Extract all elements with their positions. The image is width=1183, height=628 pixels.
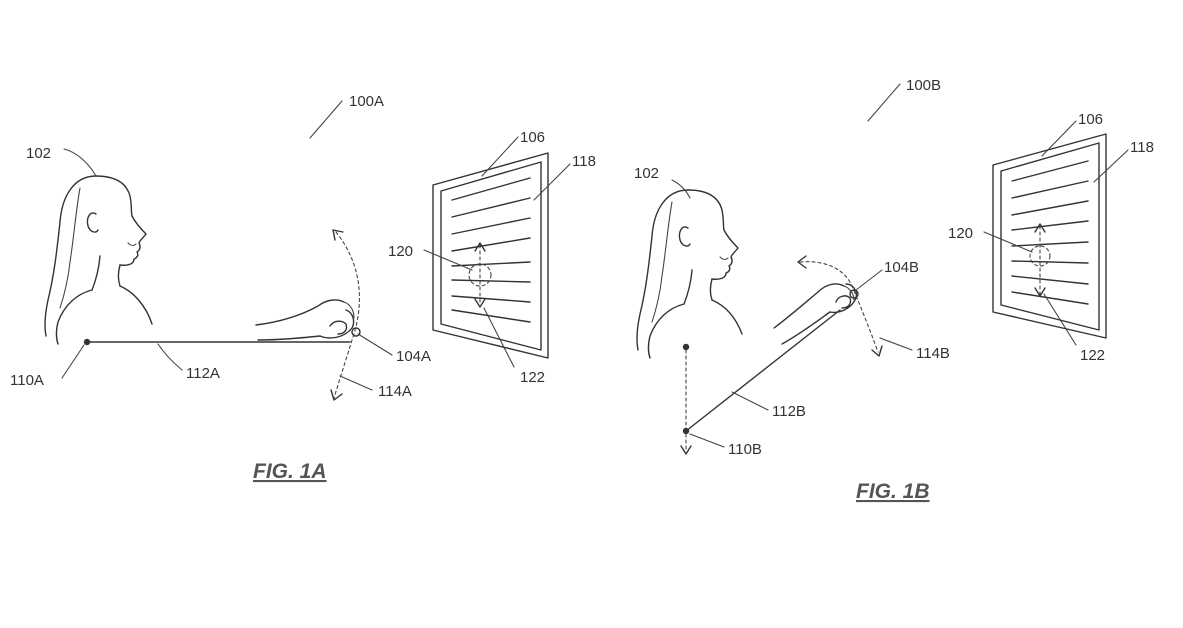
label-114b: 114B xyxy=(916,345,950,362)
person-figure-1b xyxy=(636,189,743,359)
leader-106-1a xyxy=(481,136,519,177)
label-112a: 112A xyxy=(186,365,220,382)
pinch-point-1b xyxy=(849,289,859,299)
motion-arrow-top-1b xyxy=(797,255,807,269)
figure-1b: 100B 102 106 118 120 104B 114B 112B 110B… xyxy=(634,77,1154,503)
label-110a: 110A xyxy=(10,372,44,389)
scroll-up-arrow-1b xyxy=(1034,223,1046,233)
shoulder-point-1b xyxy=(682,343,690,351)
leader-102-1a xyxy=(63,148,97,177)
person-figure-1a xyxy=(44,175,153,345)
label-112b: 112B xyxy=(772,403,806,420)
motion-arrow-top-1a xyxy=(332,229,344,241)
vertical-arrow-1b xyxy=(680,445,692,455)
leader-120-1a xyxy=(423,249,473,271)
label-122-1b: 122 xyxy=(1080,347,1105,364)
ray-line-1b xyxy=(685,309,841,432)
leader-114a xyxy=(339,375,373,391)
leader-118-1b xyxy=(1093,149,1129,183)
label-100a: 100A xyxy=(349,93,384,110)
label-122-1a: 122 xyxy=(520,369,545,386)
leader-110b xyxy=(689,433,725,448)
leader-114b xyxy=(879,337,913,351)
leader-112a xyxy=(157,343,183,371)
caption-fig-1a: FIG. 1A xyxy=(253,460,327,483)
arm-hand-1a xyxy=(255,299,355,341)
caption-fig-1b: FIG. 1B xyxy=(856,480,930,503)
label-104b: 104B xyxy=(884,259,919,276)
label-106-1a: 106 xyxy=(520,129,545,146)
label-102-1a: 102 xyxy=(26,145,51,162)
cursor-1b xyxy=(1029,245,1051,267)
motion-arrow-bottom-1b xyxy=(871,345,883,357)
motion-arc-1a xyxy=(333,231,360,399)
leader-100a xyxy=(309,100,343,139)
display-panel-1b xyxy=(992,133,1107,339)
label-104a: 104A xyxy=(396,348,431,365)
leader-104b xyxy=(855,269,883,291)
label-118-1a: 118 xyxy=(572,153,596,170)
label-118-1b: 118 xyxy=(1130,139,1154,156)
label-102-1b: 102 xyxy=(634,165,659,182)
motion-arrow-bottom-1a xyxy=(330,389,343,401)
leader-102-1b xyxy=(671,179,691,199)
motion-arc-1b xyxy=(799,261,879,353)
label-100b: 100B xyxy=(906,77,941,94)
figure-1a: 100A 102 106 118 120 104A 110A 112A 114A… xyxy=(10,93,596,483)
leader-112b xyxy=(731,391,769,411)
leader-122-1a xyxy=(483,307,515,368)
leader-104a xyxy=(357,333,393,356)
leader-118-1a xyxy=(533,163,571,201)
leader-122-1b xyxy=(1043,293,1077,346)
display-panel-1a xyxy=(432,152,549,359)
leader-110a xyxy=(61,344,85,379)
leader-120-1b xyxy=(983,231,1033,253)
leader-106-1b xyxy=(1041,120,1077,157)
label-114a: 114A xyxy=(378,383,412,400)
label-120-1a: 120 xyxy=(388,243,413,260)
label-106-1b: 106 xyxy=(1078,111,1103,128)
arm-hand-1b xyxy=(773,283,858,345)
label-110b: 110B xyxy=(728,441,762,458)
scroll-down-arrow-1a xyxy=(474,298,486,308)
label-120-1b: 120 xyxy=(948,225,973,242)
scroll-down-arrow-1b xyxy=(1034,287,1046,297)
scroll-up-arrow-1a xyxy=(474,242,486,252)
leader-100b xyxy=(867,83,901,122)
